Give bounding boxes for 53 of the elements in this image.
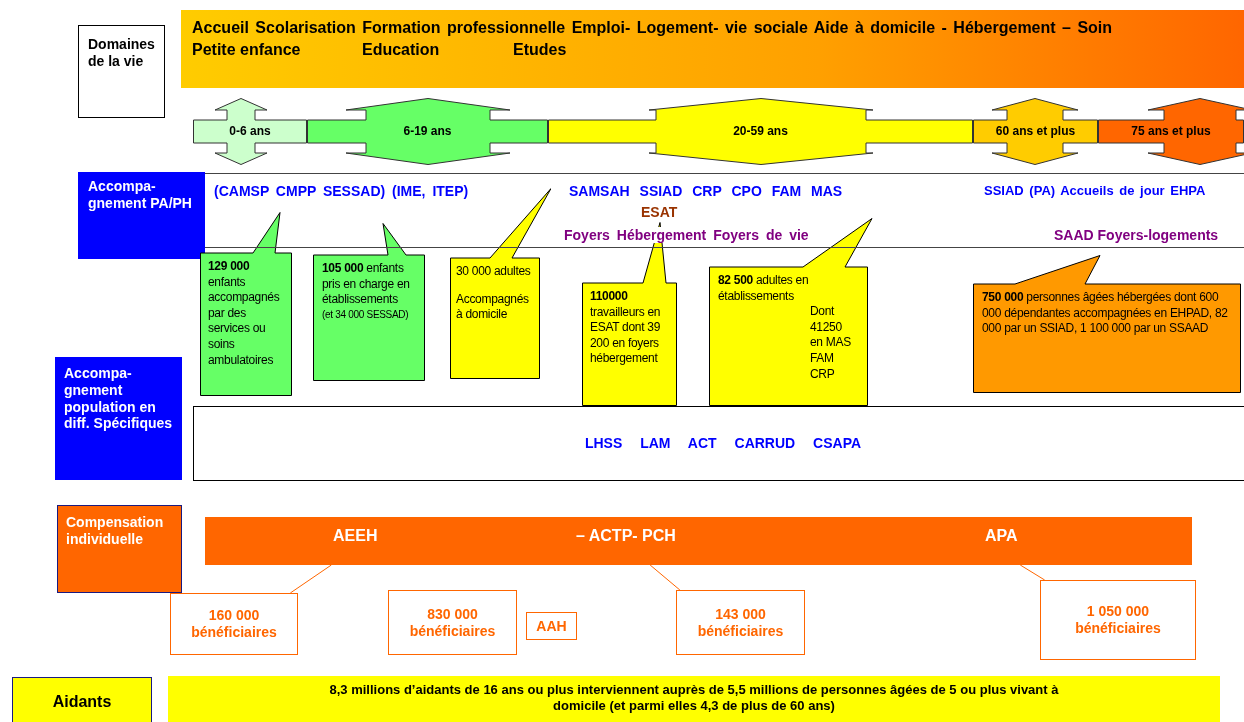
allowance-name: APA xyxy=(985,527,1018,545)
row-label: Compensation individuelle xyxy=(57,505,182,593)
callout-text: Dont 41250 en MAS FAM CRP xyxy=(810,304,852,383)
age-range-segment xyxy=(1098,98,1244,165)
row-label: Aidants xyxy=(12,677,152,722)
callout-text: 110000 travailleurs en ESAT dont 39 200 en foyers hébergement xyxy=(590,289,662,367)
domain-name: Etudes xyxy=(513,41,567,59)
caregivers-band: 8,3 millions d’aidants de 16 ans ou plus interviennent auprès de 5,5 millions de personnes âgées de 5 ou plus vivant à domicile (et parmi elles 4,3 de plus de 60 ans) xyxy=(168,676,1220,722)
allowance-name: – ACTP- PCH xyxy=(576,527,676,545)
age-range-label: 6-19 ans xyxy=(402,124,453,138)
beneficiary-count: 830 000 bénéficiaires xyxy=(388,590,517,655)
callout-text: 750 000 personnes âgées hébergées dont 600 000 dépendantes accompagnées en EHPAD, 82 000 par un SSIAD, 1 100 000 par un SSAAD xyxy=(982,290,1229,337)
callout-text: 30 000 adultes xyxy=(456,264,532,280)
beneficiary-count: 1 050 000 bénéficiaires xyxy=(1040,580,1196,660)
service-list: Foyers Hébergement Foyers de vie xyxy=(564,227,809,243)
age-range-segment xyxy=(193,98,307,165)
allowance-name: AEEH xyxy=(333,527,378,545)
age-range-label: 20-59 ans xyxy=(732,124,789,138)
domain-name: Petite enfance xyxy=(192,41,301,59)
allowance-bar xyxy=(205,517,1192,565)
leader-line xyxy=(289,564,332,594)
callout-bubble xyxy=(973,255,1241,393)
callout-text: (et 34 000 SESSAD) xyxy=(322,307,410,321)
callout-text: 129 000 enfants accompagnés par des services ou soins ambulatoires xyxy=(208,259,281,369)
callout-bubble xyxy=(709,218,873,406)
age-range-segment xyxy=(548,98,973,165)
row-label: Accompa- gnement population en diff. Spécifiques xyxy=(55,357,182,480)
service-list-panel: LHSS LAM ACT CARRUD CSAPA xyxy=(193,406,1244,481)
age-range-segment xyxy=(307,98,548,165)
service-list: SSIAD (PA) Accueils de jour EHPA xyxy=(984,183,1206,198)
age-range-segment xyxy=(973,98,1098,165)
leader-line xyxy=(649,564,681,591)
callout-bubble xyxy=(313,223,425,381)
domain-name: Education xyxy=(362,41,440,59)
domain-list: Accueil Scolarisation Formation professionnelle Emploi- Logement- vie sociale Aide à domicile - Hébergement – Soin xyxy=(192,19,1113,37)
age-range-label: 0-6 ans xyxy=(228,124,272,138)
row-label: Domaines de la vie xyxy=(78,25,165,118)
age-range-label: 75 ans et plus xyxy=(1130,124,1212,138)
allowance-name: AAH xyxy=(526,612,577,640)
service-list: ESAT xyxy=(641,204,678,220)
row-label: Accompa- gnement PA/PH xyxy=(78,172,205,259)
beneficiary-count: 143 000 bénéficiaires xyxy=(676,590,805,655)
age-range-label: 60 ans et plus xyxy=(994,124,1077,138)
beneficiary-count: 160 000 bénéficiaires xyxy=(170,593,298,655)
service-list: SAMSAH SSIAD CRP CPO FAM MAS xyxy=(569,183,843,199)
callout-bubble xyxy=(200,212,292,396)
callout-text: 82 500 adultes en établissements xyxy=(718,273,810,305)
callout-text: 105 000 enfants pris en charge en établissements xyxy=(322,261,411,308)
leader-line xyxy=(1019,564,1046,581)
life-domains-band xyxy=(181,10,1244,88)
callout-text: Accompagnés à domicile xyxy=(456,291,530,323)
service-list: SAAD Foyers-logements xyxy=(1054,227,1219,243)
service-list: (CAMSP CMPP SESSAD) (IME, ITEP) xyxy=(214,183,469,199)
